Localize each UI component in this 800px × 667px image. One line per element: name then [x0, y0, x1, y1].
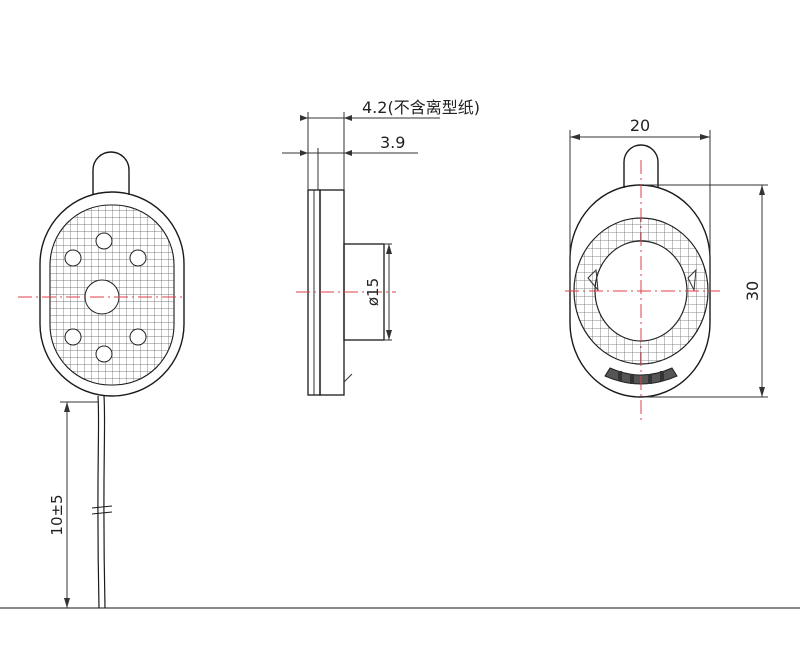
lead-length-label: 10±5 [48, 494, 66, 535]
back-view [565, 130, 768, 420]
front-view [18, 151, 186, 609]
cone-diameter-label: ø15 [364, 278, 382, 306]
side-view [282, 112, 440, 396]
height-label: 30 [743, 281, 762, 301]
width-label: 20 [630, 116, 650, 135]
thickness-body-label: 3.9 [380, 133, 405, 152]
thickness-total-label: 4.2(不含离型纸) [362, 98, 480, 117]
